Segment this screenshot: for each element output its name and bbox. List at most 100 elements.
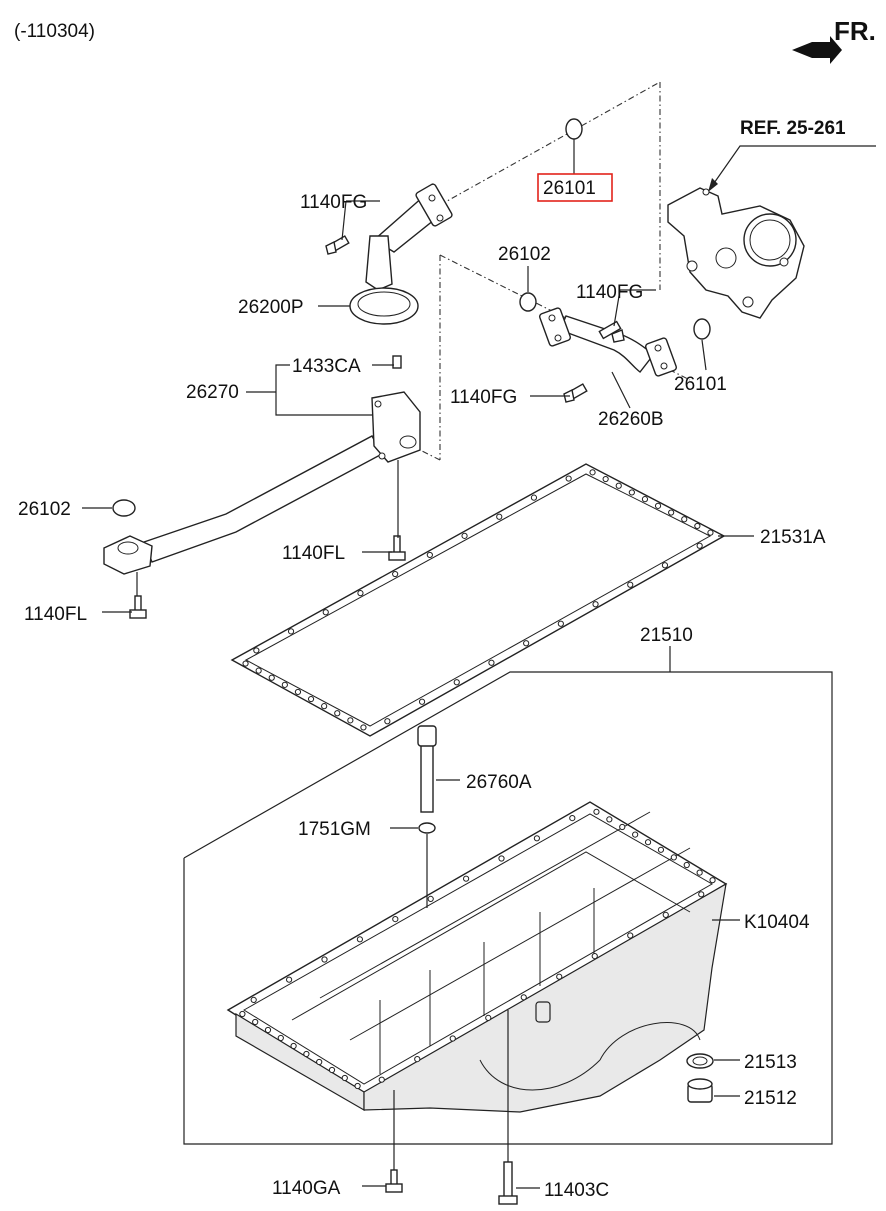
callout-K10404[interactable]: K10404 [744, 912, 810, 933]
o-ring-26101-top [565, 118, 583, 140]
bolt-hole [707, 529, 714, 536]
oil-pump [667, 187, 805, 319]
bolt-hole [556, 973, 563, 980]
bolt-1140FL-a [388, 535, 406, 561]
o-ring-1751GM [418, 822, 436, 834]
bolt-hole [628, 489, 635, 496]
bolt-hole [668, 509, 675, 516]
bolt-hole [496, 513, 503, 520]
bolt-hole [641, 496, 649, 503]
bolt-hole [449, 1035, 456, 1042]
bolt-hole [321, 703, 328, 710]
bolt-hole [392, 916, 399, 923]
bolt-hole [268, 674, 275, 681]
bolt-hole [427, 895, 434, 903]
callout-1140FL-a[interactable]: 1140FL [282, 543, 345, 564]
callout-26270[interactable]: 26270 [186, 382, 239, 403]
assembly-dash-lines [399, 81, 691, 461]
bolt-hole [657, 846, 665, 853]
dipstick-guide-26760A [417, 725, 437, 813]
callout-1140FL-b[interactable]: 1140FL [24, 604, 87, 625]
bolt-hole [357, 590, 364, 597]
bolt-hole [286, 976, 293, 983]
callout-21531A[interactable]: 21531A [760, 527, 826, 548]
bolt-hole [661, 562, 669, 569]
callout-26101-right[interactable]: 26101 [674, 374, 727, 395]
bolt-hole [592, 601, 599, 608]
bolt-hole [589, 469, 596, 476]
bolt-hole [569, 815, 576, 822]
bolt-hole [627, 581, 634, 588]
bolt-hole [533, 835, 541, 842]
bolt-hole [644, 839, 652, 846]
bolt-hole [242, 660, 249, 667]
oil-pan-group-box [183, 671, 833, 1145]
bolt-hole [696, 542, 703, 549]
callout-26101-top[interactable]: 26101 [543, 178, 596, 199]
callout-26260B[interactable]: 26260B [598, 409, 664, 430]
callout-1751GM[interactable]: 1751GM [298, 819, 371, 840]
bolt-hole [683, 861, 690, 869]
bolt-hole [321, 956, 328, 963]
bolt-hole [654, 502, 662, 509]
reference-leader-line [711, 145, 876, 187]
o-ring-26101-right [693, 318, 711, 340]
bolt-hole [557, 620, 564, 627]
bolt-hole [294, 688, 302, 696]
bolt-hole [378, 1076, 385, 1083]
oil-pipe-26260B [538, 307, 678, 377]
bolt-hole [602, 475, 609, 483]
bolt-hole [252, 1018, 259, 1026]
callout-21510[interactable]: 21510 [640, 625, 693, 646]
leader-lines [82, 139, 754, 1189]
bolt-hole [392, 570, 399, 578]
callout-21512[interactable]: 21512 [744, 1088, 797, 1109]
oil-strainer-26200P [349, 183, 453, 325]
bolt-hole [426, 551, 433, 559]
bolt-hole [384, 718, 391, 725]
bolt-hole [698, 891, 705, 898]
bolt-hole [627, 932, 634, 939]
drain-plug-washer-21513 [686, 1053, 714, 1069]
bolt-hole [341, 1074, 348, 1082]
bolt-1140GA [385, 1169, 403, 1193]
bolt-hole [290, 1042, 297, 1050]
front-direction-label: FR. [834, 16, 876, 46]
bolt-hole [488, 659, 495, 666]
bolt-1140FG-c [563, 383, 588, 403]
bolt-hole [316, 1058, 323, 1066]
gasket-bolt-holes [242, 469, 714, 731]
callout-1140FG-b[interactable]: 1140FG [576, 282, 643, 303]
bolt-hole [520, 994, 527, 1001]
bolt-hole [591, 953, 598, 960]
bolt-hole [681, 516, 688, 523]
bolt-11403C [498, 1161, 518, 1205]
bolt-hole [354, 1082, 361, 1090]
bolt-hole [463, 875, 470, 882]
bolt-hole [255, 667, 262, 674]
bolt-hole [277, 1034, 284, 1042]
callout-1140GA[interactable]: 1140GA [272, 1178, 341, 1199]
bolt-hole [264, 1026, 272, 1034]
callout-1433CA[interactable]: 1433CA [292, 356, 361, 377]
bolt-hole [250, 996, 257, 1004]
bolt-hole [523, 640, 530, 647]
callout-26102-left[interactable]: 26102 [18, 499, 71, 520]
bolt-hole [670, 854, 677, 861]
bolt-hole [632, 831, 639, 838]
bolt-hole [615, 482, 622, 489]
callout-21513[interactable]: 21513 [744, 1052, 797, 1073]
bolt-hole [593, 808, 600, 815]
bolt-1140FG-a [325, 235, 350, 255]
callout-11403C[interactable]: 11403C [544, 1180, 609, 1201]
callout-1140FG-c[interactable]: 1140FG [450, 387, 517, 408]
o-ring-26102-left [112, 499, 136, 517]
callout-1140FG-a[interactable]: 1140FG [300, 192, 367, 213]
callout-26102-mid[interactable]: 26102 [498, 244, 551, 265]
reference-label: REF. 25-261 [740, 118, 846, 139]
callout-26200P[interactable]: 26200P [238, 297, 304, 318]
serial-range-label: (-110304) [14, 21, 95, 42]
bolt-hole [696, 869, 703, 876]
callout-26760A[interactable]: 26760A [466, 772, 532, 793]
